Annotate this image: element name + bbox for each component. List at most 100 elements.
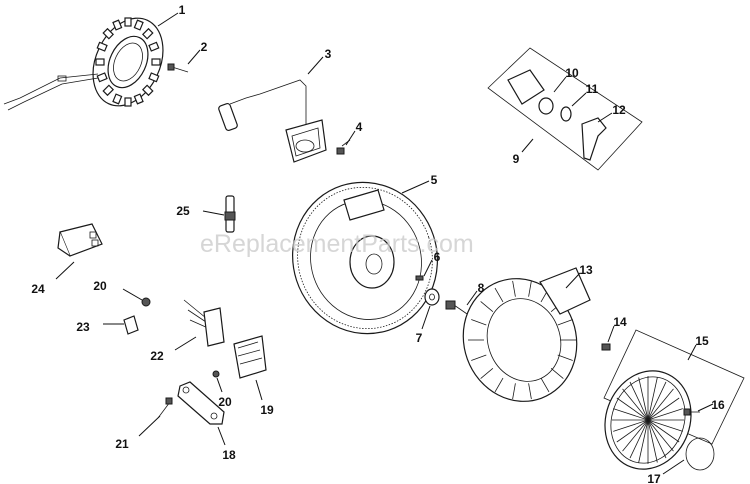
leader-line-c17 — [662, 459, 685, 475]
screen-spoke — [647, 397, 680, 421]
part-screen-screw[interactable] — [683, 408, 700, 416]
part-nut-upper[interactable] — [141, 297, 151, 307]
callout-label-c23[interactable]: 23 — [76, 320, 90, 334]
stator-tooth — [148, 72, 160, 83]
part-terminal[interactable] — [123, 315, 139, 335]
part-rotating-screen[interactable] — [591, 329, 745, 481]
part-ignition-module[interactable] — [218, 79, 327, 163]
part-stator[interactable] — [3, 7, 176, 117]
blower-fin — [512, 383, 516, 400]
callout-label-c8[interactable]: 8 — [478, 281, 485, 295]
callout-label-c5[interactable]: 5 — [431, 173, 438, 187]
callout-label-c24[interactable]: 24 — [31, 282, 45, 296]
leader-line-c1 — [157, 12, 179, 27]
leader-line-c4 — [345, 130, 356, 146]
stator-tooth — [102, 84, 114, 97]
blower-fin — [550, 367, 564, 379]
part-harness-connector[interactable] — [183, 299, 225, 347]
part-bracket[interactable] — [177, 381, 225, 425]
stator-tooth — [142, 27, 154, 40]
leader-line-c16 — [697, 403, 714, 412]
callout-label-c3[interactable]: 3 — [325, 47, 332, 61]
callout-label-c4[interactable]: 4 — [356, 120, 363, 134]
screen-spoke — [622, 388, 649, 421]
callout-label-c13[interactable]: 13 — [579, 263, 593, 277]
callout-label-c15[interactable]: 15 — [695, 334, 709, 348]
callout-label-c12[interactable]: 12 — [612, 103, 626, 117]
callout-label-c6[interactable]: 6 — [434, 250, 441, 264]
stator-tooth — [112, 19, 123, 31]
leader-line-c14 — [607, 325, 615, 343]
blower-fin — [528, 280, 532, 297]
screen-spoke — [622, 419, 649, 452]
screen-spoke — [647, 377, 658, 421]
callout-label-c18[interactable]: 18 — [222, 448, 236, 462]
screen-spoke — [613, 408, 649, 421]
leader-line-c7 — [421, 305, 431, 330]
stator-tooth — [133, 93, 144, 105]
leader-line-c9 — [521, 138, 534, 153]
leader-line-c11 — [571, 92, 587, 107]
screen-spoke — [638, 419, 649, 463]
leader-line-c18 — [217, 426, 226, 446]
callout-label-c19[interactable]: 19 — [260, 403, 274, 417]
part-screw[interactable] — [167, 63, 189, 73]
callout-label-c16[interactable]: 16 — [711, 398, 725, 412]
leader-line-c22 — [174, 336, 197, 351]
callout-label-c9[interactable]: 9 — [513, 152, 520, 166]
stator-tooth — [124, 17, 132, 27]
screen-spoke — [647, 419, 680, 443]
leader-line-c19 — [255, 379, 263, 401]
blower-fin — [480, 301, 494, 313]
screen-spoke — [629, 419, 649, 459]
part-flywheel[interactable] — [273, 163, 457, 352]
screen-spoke — [647, 419, 658, 463]
callout-label-c7[interactable]: 7 — [416, 331, 423, 345]
leader-line-c2 — [187, 49, 201, 65]
part-bracket-screw[interactable] — [157, 397, 173, 419]
part-spark-plug[interactable] — [224, 195, 236, 233]
leader-line-c5 — [401, 180, 430, 194]
callout-label-c21[interactable]: 21 — [115, 437, 129, 451]
stator-tooth — [142, 84, 154, 97]
stator-tooth — [124, 97, 132, 107]
blower-fin — [540, 377, 550, 393]
part-key[interactable] — [415, 275, 424, 281]
callout-label-c10[interactable]: 10 — [565, 66, 579, 80]
part-rectifier[interactable] — [233, 335, 267, 379]
leader-line-c21 — [138, 415, 161, 437]
callout-label-c2[interactable]: 2 — [201, 40, 208, 54]
stator-tooth — [95, 58, 105, 66]
part-flywheel-bolt[interactable] — [445, 300, 471, 317]
callout-label-c11[interactable]: 11 — [586, 82, 599, 96]
callout-label-c17[interactable]: 17 — [647, 472, 661, 484]
callout-label-c20b[interactable]: 20 — [218, 395, 232, 409]
leader-line-c10 — [553, 76, 567, 93]
part-blower-housing[interactable] — [446, 263, 594, 418]
callout-label-c25[interactable]: 25 — [176, 204, 190, 218]
leader-line-c6 — [423, 259, 433, 277]
callout-label-c1[interactable]: 1 — [179, 3, 186, 17]
screen-spoke — [647, 419, 683, 432]
part-housing-screw[interactable] — [601, 343, 611, 351]
blower-fin — [471, 354, 487, 361]
callout-label-c14[interactable]: 14 — [613, 315, 627, 329]
part-key-switch-kit[interactable] — [487, 47, 643, 171]
screen-spoke — [638, 377, 649, 421]
stator-tooth — [96, 72, 108, 83]
stator-tooth — [151, 58, 161, 66]
leader-line-c15 — [687, 344, 697, 361]
part-connector-block[interactable] — [57, 223, 103, 257]
leader-line-c8 — [466, 290, 478, 306]
part-nut-lower[interactable] — [212, 370, 220, 378]
callout-label-c20a[interactable]: 20 — [93, 279, 107, 293]
callout-label-c22[interactable]: 22 — [150, 349, 164, 363]
screen-spoke — [647, 388, 674, 421]
leader-line-c13 — [565, 272, 581, 289]
part-washer[interactable] — [424, 288, 440, 306]
part-decal[interactable] — [685, 437, 715, 471]
stator-tooth — [96, 41, 108, 52]
